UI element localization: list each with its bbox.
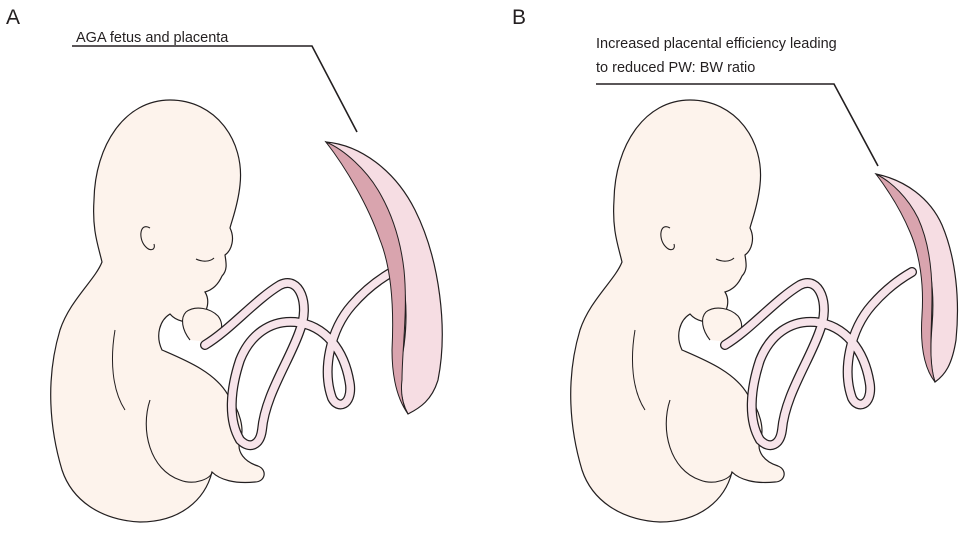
- panel-b-fetus: [571, 100, 784, 522]
- panel-b-umbilical-cord: [725, 272, 912, 445]
- panel-b-placenta: [876, 174, 957, 382]
- panel-a-fetus: [51, 100, 264, 522]
- panel-a-umbilical-cord: [205, 272, 392, 445]
